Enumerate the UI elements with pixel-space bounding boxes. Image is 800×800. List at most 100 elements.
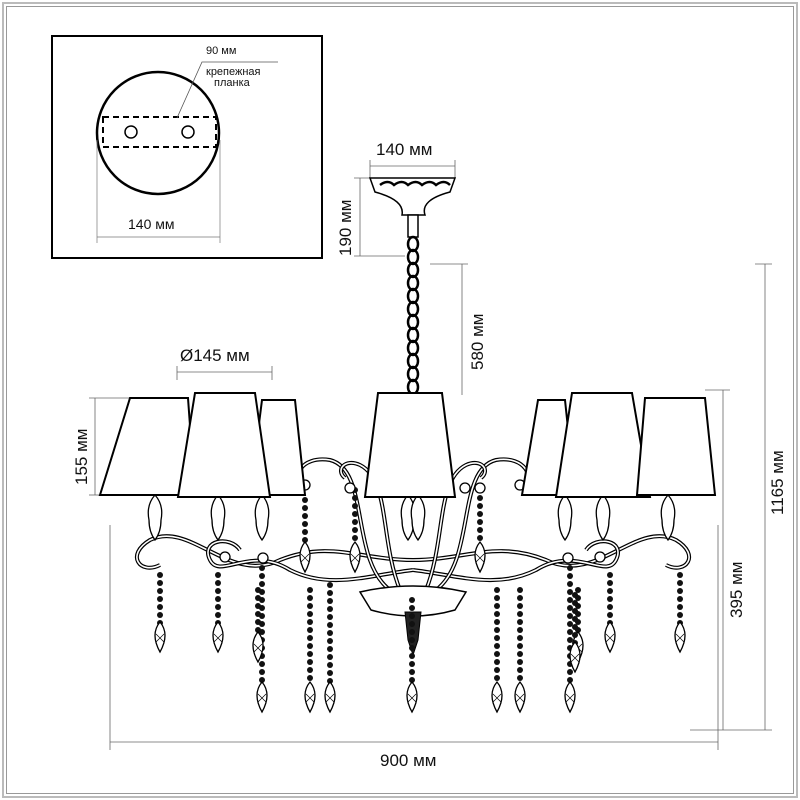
rosette [257, 552, 269, 564]
crystal-bead [607, 588, 613, 594]
crystal-bead [307, 595, 313, 601]
candle-holder [410, 494, 426, 542]
crystal-drop [564, 680, 576, 714]
crystal-bead [255, 619, 261, 625]
crystal-bead [572, 608, 578, 614]
crystal-bead [215, 572, 221, 578]
crystal-drop [491, 680, 503, 714]
crystal-drop [474, 540, 486, 574]
lamp-shades [98, 392, 717, 498]
canopy [368, 177, 457, 238]
crystal-bead [677, 588, 683, 594]
crystal-bead [567, 637, 573, 643]
crystal-bead [307, 643, 313, 649]
crystal-bead [307, 587, 313, 593]
crystal-bead [572, 592, 578, 598]
canopy-height-label: 190 мм [336, 199, 355, 256]
crystal-bead [302, 537, 308, 543]
mounting-inset [51, 35, 323, 259]
crystal-bead [494, 595, 500, 601]
plate-width-label: 90 мм [206, 45, 237, 57]
crystal-bead [607, 612, 613, 618]
crystal-bead [409, 597, 415, 603]
crystal-bead [259, 661, 265, 667]
crystal-bead [157, 612, 163, 618]
crystal-facet [155, 633, 165, 643]
crystal-bead [352, 511, 358, 517]
crystal-drop [324, 680, 336, 714]
crystal-bead [302, 505, 308, 511]
crystal-bead [517, 611, 523, 617]
crystal-bead [409, 661, 415, 667]
lamp-shade [635, 397, 717, 496]
crystal-bead [409, 613, 415, 619]
canopy-width-label: 140 мм [376, 140, 433, 159]
crystal-drop [569, 640, 581, 674]
crystal-bead [327, 662, 333, 668]
crystal-drop [212, 620, 224, 654]
crystal-bead [494, 643, 500, 649]
rosette [594, 551, 606, 563]
candle-holder [147, 494, 163, 542]
total-height-label: 1165 мм [768, 450, 787, 515]
crystal-bead [567, 629, 573, 635]
inset-diameter-label: 140 мм [128, 216, 175, 232]
crystal-bead [517, 643, 523, 649]
crystal-bead [327, 654, 333, 660]
crystal-bead [572, 624, 578, 630]
crystal-bead [352, 519, 358, 525]
crystal-bead [259, 669, 265, 675]
crystal-bead [259, 573, 265, 579]
crystal-bead [567, 621, 573, 627]
crystal-bead [255, 603, 261, 609]
crystal-bead [572, 600, 578, 606]
crystal-bead [255, 595, 261, 601]
crystal-bead [677, 572, 683, 578]
crystal-bead [352, 535, 358, 541]
crystal-bead [302, 513, 308, 519]
crystal-bead [157, 572, 163, 578]
crystal-bead [157, 604, 163, 610]
crystal-bead [409, 637, 415, 643]
screw-hole [181, 125, 195, 139]
rosette [219, 551, 231, 563]
arms [135, 457, 691, 657]
crystal-bead [157, 588, 163, 594]
crystal-facet [300, 553, 310, 563]
crystal-bead [567, 605, 573, 611]
crystal-bead [259, 581, 265, 587]
rosette [459, 482, 471, 494]
crystal-bead [677, 596, 683, 602]
crystal-bead [607, 580, 613, 586]
crystal-bead [494, 659, 500, 665]
crystal-bead [259, 565, 265, 571]
crystal-drop [256, 680, 268, 714]
crystal-bead [494, 587, 500, 593]
crystal-bead [327, 582, 333, 588]
crystal-bead [409, 621, 415, 627]
crystal-bead [677, 604, 683, 610]
crystal-bead [409, 677, 415, 683]
arm-highlight [412, 540, 619, 581]
arm-highlight [207, 540, 414, 581]
lamp-shade [363, 392, 457, 498]
crystal-bead [567, 669, 573, 675]
crystal-bead [307, 659, 313, 665]
crystal-bead [327, 646, 333, 652]
crystal-bead [409, 653, 415, 659]
dimension-lines [89, 160, 772, 750]
crystal-drop [252, 630, 264, 664]
crystal-bead [567, 677, 573, 683]
crystal-bead [327, 590, 333, 596]
screw-hole [124, 125, 138, 139]
crystal-drop [406, 680, 418, 714]
crystal-facet [492, 693, 502, 703]
crystal-bead [517, 651, 523, 657]
crystal-bead [517, 587, 523, 593]
crystal-bead [327, 598, 333, 604]
crystal-drop [349, 540, 361, 574]
crystal-bead [352, 495, 358, 501]
crystal-bead [607, 572, 613, 578]
crystal-bead [494, 635, 500, 641]
crystal-bead [494, 651, 500, 657]
